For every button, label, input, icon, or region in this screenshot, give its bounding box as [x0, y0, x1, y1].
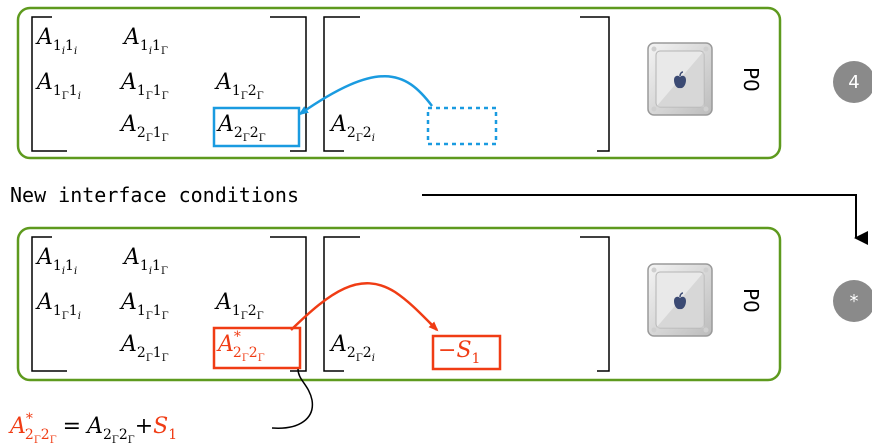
process-label: P0	[739, 288, 763, 313]
highlight-box-red	[212, 326, 302, 370]
new-term-box	[431, 334, 502, 371]
rhs-bracket-right	[580, 236, 610, 372]
transition-label: New interface conditions	[10, 183, 299, 207]
step-badge-bottom: *	[833, 280, 872, 322]
svg-text:*: *	[850, 291, 859, 312]
rhs-entry: A2Γ2i	[329, 332, 375, 364]
svg-text:4: 4	[848, 72, 859, 93]
server-icon	[647, 42, 713, 116]
entry-r2-c2: A1Γ1Γ	[119, 70, 169, 102]
update-equation: A*2Γ2Γ=A2Γ2Γ+S1	[8, 411, 177, 444]
step-badge-top: 4	[833, 61, 872, 103]
transition-arrow	[422, 194, 868, 245]
equation-connector	[271, 368, 314, 429]
process-label: P0	[739, 67, 763, 92]
rhs-entry: A2Γ2i	[329, 112, 375, 144]
transfer-arrow-red	[290, 282, 439, 332]
entry-r2-c3: A1Γ2Γ	[214, 70, 264, 102]
apple-logo-icon	[674, 71, 686, 89]
panel-bottom: A1i1i A1i1Γ A1Γ1i A1Γ1Γ A1Γ2Γ A2Γ1Γ A*2Γ…	[16, 226, 782, 382]
matrix-bracket-left	[31, 16, 67, 152]
server-icon	[647, 263, 713, 337]
placeholder-box-dashed	[426, 106, 498, 146]
entry-r2-c3: A1Γ2Γ	[214, 290, 264, 322]
matrix-bracket-left	[31, 236, 67, 372]
entry-r3-c3-modified: A*2Γ2Γ	[216, 329, 265, 364]
entry-r3-c3: A2Γ2Γ	[216, 112, 266, 144]
rhs-bracket-right	[580, 16, 610, 152]
panel-bottom-border	[16, 226, 782, 382]
new-term: −S1	[438, 338, 480, 367]
rhs-bracket-left	[323, 16, 360, 152]
entry-r2-c1: A1Γ1i	[35, 290, 81, 322]
entry-r3-c2: A2Γ1Γ	[119, 332, 169, 364]
entry-r2-c1: A1Γ1i	[35, 70, 81, 102]
entry-r1-c2: A1i1Γ	[122, 25, 168, 57]
entry-r1-c1: A1i1i	[35, 25, 77, 57]
entry-r2-c2: A1Γ1Γ	[119, 290, 169, 322]
highlight-box-blue	[212, 106, 301, 148]
transfer-arrow-blue	[298, 75, 433, 116]
apple-logo-icon	[674, 292, 686, 310]
panel-top-border	[16, 6, 782, 160]
rhs-bracket-left	[323, 236, 360, 372]
matrix-bracket-right	[270, 16, 307, 152]
entry-r1-c2: A1i1Γ	[122, 245, 168, 277]
entry-r1-c1: A1i1i	[35, 245, 77, 277]
entry-r3-c2: A2Γ1Γ	[119, 112, 169, 144]
panel-top: A1i1i A1i1Γ A1Γ1i A1Γ1Γ A1Γ2Γ A2Γ1Γ A2Γ2…	[16, 6, 782, 160]
